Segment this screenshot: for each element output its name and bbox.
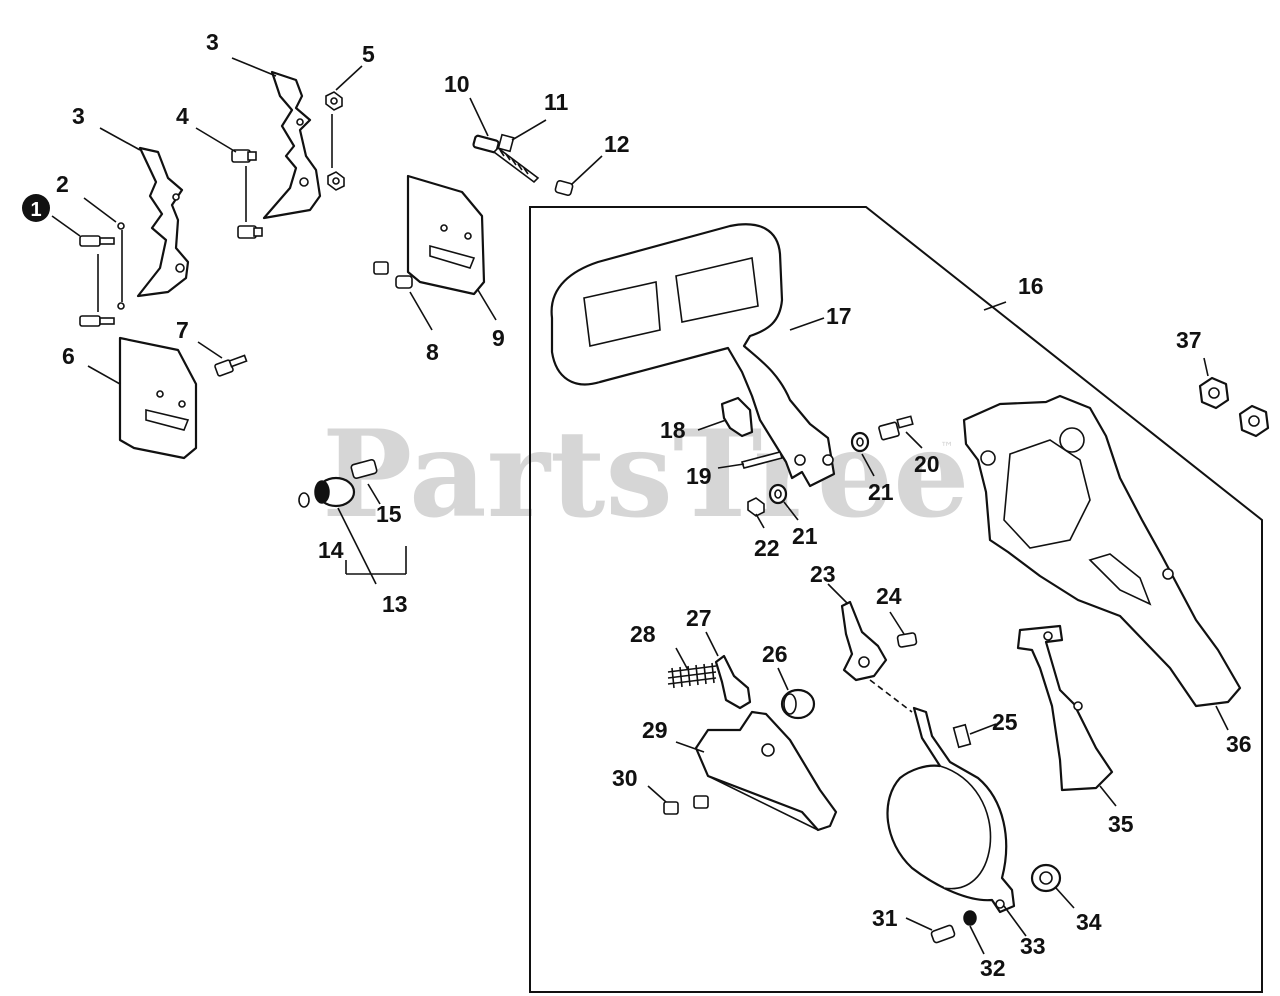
callout-9[interactable]: 9 [492, 325, 505, 351]
part-26-bushing[interactable] [780, 688, 816, 720]
watermark-text: PartsTree [322, 404, 969, 545]
callout-21-lower[interactable]: 21 [792, 523, 818, 549]
callout-2[interactable]: 2 [56, 171, 69, 197]
part-36-side-cover[interactable] [962, 394, 1242, 708]
callout-35[interactable]: 35 [1108, 811, 1134, 837]
part-31-screw[interactable] [930, 924, 956, 944]
callout-20[interactable]: 20 [914, 451, 940, 477]
part-14-washer[interactable] [298, 492, 310, 508]
callout-36[interactable]: 36 [1226, 731, 1252, 757]
callout-21-upper[interactable]: 21 [868, 479, 894, 505]
part-23-lever[interactable] [840, 600, 888, 682]
part-19-pin[interactable] [740, 451, 784, 469]
callout-3-left[interactable]: 3 [72, 103, 85, 129]
assembly-box [529, 206, 1263, 993]
callout-32[interactable]: 32 [980, 955, 1006, 981]
part-3-bumper-spike-right[interactable] [262, 70, 322, 220]
callout-28[interactable]: 28 [630, 621, 656, 647]
watermark-trademark: ™ [940, 440, 954, 456]
callout-8[interactable]: 8 [426, 339, 439, 365]
callout-16[interactable]: 16 [1018, 273, 1044, 299]
part-21-washers[interactable] [768, 431, 870, 505]
callout-27[interactable]: 27 [686, 605, 712, 631]
part-15-screw[interactable] [350, 459, 378, 479]
part-6-inner-plate[interactable] [118, 336, 198, 460]
callout-1-marker[interactable]: 1 [22, 194, 50, 222]
part-11-nut[interactable] [497, 133, 515, 153]
part-22-nut[interactable] [747, 497, 765, 517]
callout-12[interactable]: 12 [604, 131, 630, 157]
callout-5[interactable]: 5 [362, 41, 375, 67]
callout-24[interactable]: 24 [876, 583, 902, 609]
callout-13[interactable]: 13 [382, 591, 408, 617]
part-3-bumper-spike-left[interactable] [136, 146, 190, 298]
part-10-tensioner[interactable] [472, 134, 540, 184]
part-12-pin[interactable] [554, 180, 574, 196]
callout-17[interactable]: 17 [826, 303, 852, 329]
callout-1[interactable]: 1 [30, 199, 41, 221]
part-13-bushing[interactable] [314, 476, 356, 508]
part-32-washer[interactable] [963, 910, 977, 926]
callout-19[interactable]: 19 [686, 463, 712, 489]
callout-23[interactable]: 23 [810, 561, 836, 587]
part-7-screw[interactable] [214, 354, 248, 377]
part-20-bolt[interactable] [878, 415, 914, 441]
part-5-nuts[interactable] [325, 91, 345, 191]
callout-29[interactable]: 29 [642, 717, 668, 743]
part-37-nuts[interactable] [1198, 376, 1270, 438]
part-24-pin[interactable] [896, 632, 918, 648]
part-25-key[interactable] [952, 723, 972, 749]
part-28-spring[interactable] [667, 662, 717, 689]
callout-3-right[interactable]: 3 [206, 29, 219, 55]
callout-7[interactable]: 7 [176, 317, 189, 343]
part-29-cover[interactable] [694, 710, 838, 832]
callout-4[interactable]: 4 [176, 103, 189, 129]
part-1-screws[interactable] [79, 235, 115, 327]
part-27-link[interactable] [714, 654, 752, 710]
callout-14[interactable]: 14 [318, 537, 344, 563]
leader-lines [51, 57, 1229, 955]
part-30-screws[interactable] [663, 795, 709, 815]
callout-6[interactable]: 6 [62, 343, 75, 369]
part-4-screws[interactable] [231, 149, 263, 239]
part-8-screws[interactable] [373, 261, 413, 289]
callout-30[interactable]: 30 [612, 765, 638, 791]
callout-18[interactable]: 18 [660, 417, 686, 443]
callout-10[interactable]: 10 [444, 71, 470, 97]
part-34-nut[interactable] [1030, 863, 1062, 893]
part-9-outer-plate[interactable] [406, 174, 486, 296]
watermark: PartsTree ™ [322, 404, 969, 545]
callout-26[interactable]: 26 [762, 641, 788, 667]
callout-25[interactable]: 25 [992, 709, 1018, 735]
part-35-guide-plate[interactable] [1016, 624, 1114, 792]
callout-31[interactable]: 31 [872, 905, 898, 931]
callout-22[interactable]: 22 [754, 535, 780, 561]
callout-11[interactable]: 11 [544, 89, 569, 115]
callout-34[interactable]: 34 [1076, 909, 1102, 935]
callout-33[interactable]: 33 [1020, 933, 1046, 959]
callout-37[interactable]: 37 [1176, 327, 1202, 353]
callout-15[interactable]: 15 [376, 501, 402, 527]
